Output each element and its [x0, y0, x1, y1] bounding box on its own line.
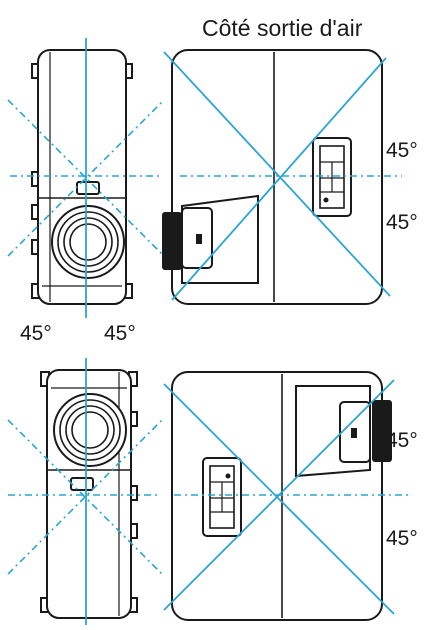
air-outlet-side-label: Côté sortie d'air: [202, 15, 363, 41]
angle-label: 45°: [386, 429, 418, 452]
projector-side-view-top: [31, 49, 133, 305]
angle-label: 45°: [386, 139, 418, 162]
angle-label: 45°: [386, 211, 418, 234]
projector-top-view-bottom: [171, 371, 392, 621]
angle-label: 45°: [386, 527, 418, 550]
tilt-axis-lines: [7, 38, 410, 625]
angle-label: 45°: [104, 322, 136, 345]
projector-top-view-top: [162, 49, 383, 305]
angle-label: 45°: [20, 322, 52, 345]
